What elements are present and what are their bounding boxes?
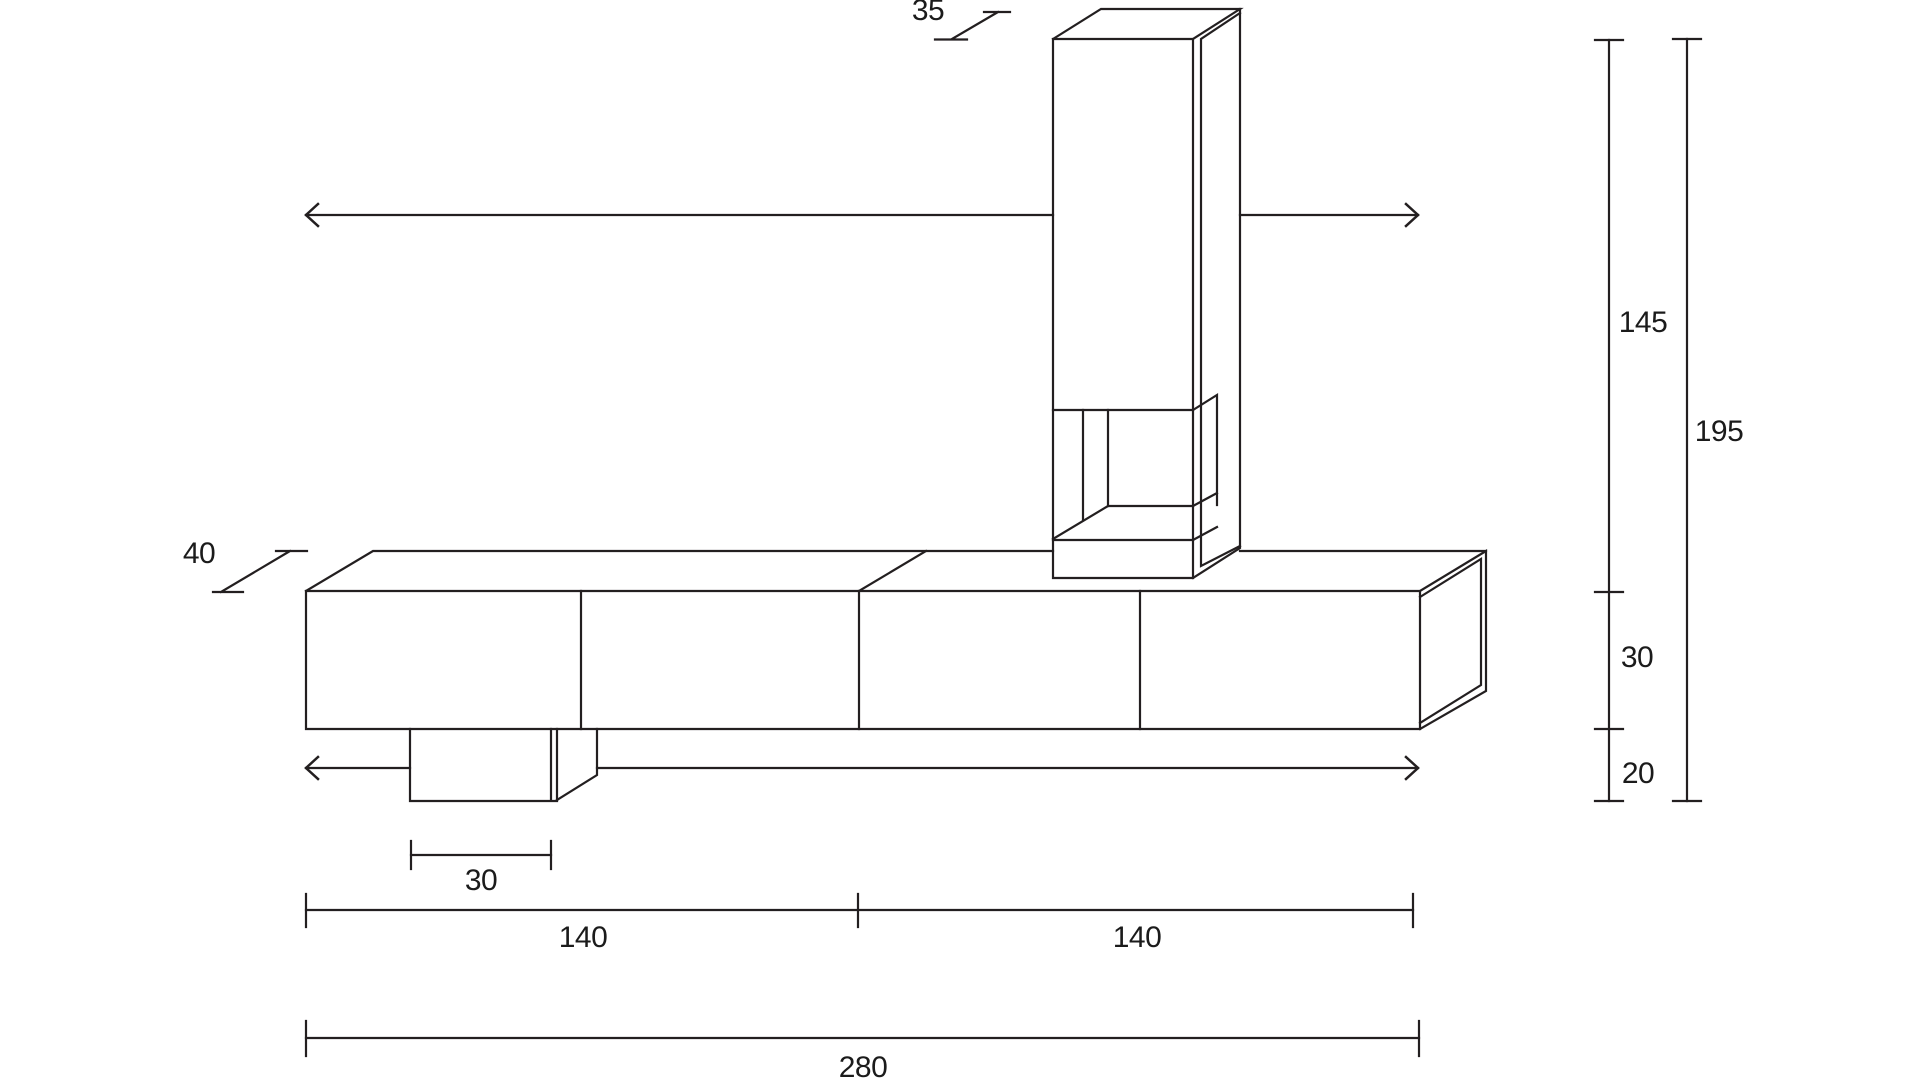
tall-cabinet-front-outline (1051, 37, 1195, 580)
dim-label-low-height: 30 (1621, 641, 1653, 674)
dim-label-module-left: 140 (559, 921, 608, 954)
dim-low-depth: 40 (183, 537, 309, 594)
low-cabinet-front-outline (304, 589, 1422, 731)
dim-label-plinth-width: 30 (465, 864, 497, 897)
dim-label-tall-height: 145 (1619, 306, 1668, 339)
dim-module-widths-ticks (304, 892, 1415, 929)
low-cabinet-top-seam (857, 549, 928, 593)
tall-cabinet-side-panel (1191, 7, 1242, 580)
plinth-foot (408, 727, 599, 803)
dim-tall-depth: 35 (912, 0, 1012, 41)
dim-label-low-depth: 40 (183, 537, 215, 570)
plinth-front-face (408, 727, 559, 803)
arrow-right-icon (1404, 755, 1420, 781)
dim-module-widths: 140 140 (304, 892, 1415, 954)
low-cabinet-front-dividers (579, 589, 1142, 731)
plinth-side-face (555, 727, 599, 802)
dim-label-total-height: 195 (1695, 415, 1744, 448)
arrow-right-icon (1404, 202, 1420, 228)
arrow-left-icon (304, 755, 320, 781)
dim-total-height: 195 (1671, 37, 1744, 803)
tall-cabinet-top-face (1051, 7, 1244, 41)
dim-plinth-width: 30 (409, 839, 553, 897)
dim-total-height-ticks (1671, 37, 1703, 803)
low-cabinet-top-back-edge-left (304, 549, 1055, 593)
low-cabinet-right-end-inner (1418, 557, 1483, 725)
arrow-left-icon (304, 202, 320, 228)
tall-cabinet-niche-right-panel (1191, 393, 1219, 508)
dim-tall-depth-mark (933, 10, 1012, 41)
dim-plinth-width-ticks (409, 839, 553, 871)
tall-cabinet-niche-left-walls (1081, 408, 1110, 522)
dim-total-width: 280 (304, 1019, 1421, 1080)
dim-label-tall-depth: 35 (912, 0, 944, 27)
dim-width-arrow-bottom (304, 755, 1420, 781)
dim-total-width-ticks (304, 1019, 1421, 1058)
dim-low-depth-mark (211, 549, 309, 594)
dim-label-plinth-height: 20 (1622, 757, 1654, 790)
tall-cabinet-niche-floor (1051, 504, 1195, 541)
tall-cabinet (1051, 7, 1244, 580)
low-cabinet (304, 549, 1488, 731)
dim-heights-segmented: 145 30 20 (1593, 38, 1668, 803)
tall-cabinet-door-gap (1199, 11, 1242, 568)
tall-cabinet-base-strip (1051, 525, 1219, 542)
dim-label-module-right: 140 (1113, 921, 1162, 954)
dim-heights-ticks (1593, 38, 1625, 803)
dim-width-arrow-top (304, 202, 1420, 228)
low-cabinet-right-end-outer (1418, 549, 1488, 731)
dim-label-total-width: 280 (839, 1051, 888, 1080)
